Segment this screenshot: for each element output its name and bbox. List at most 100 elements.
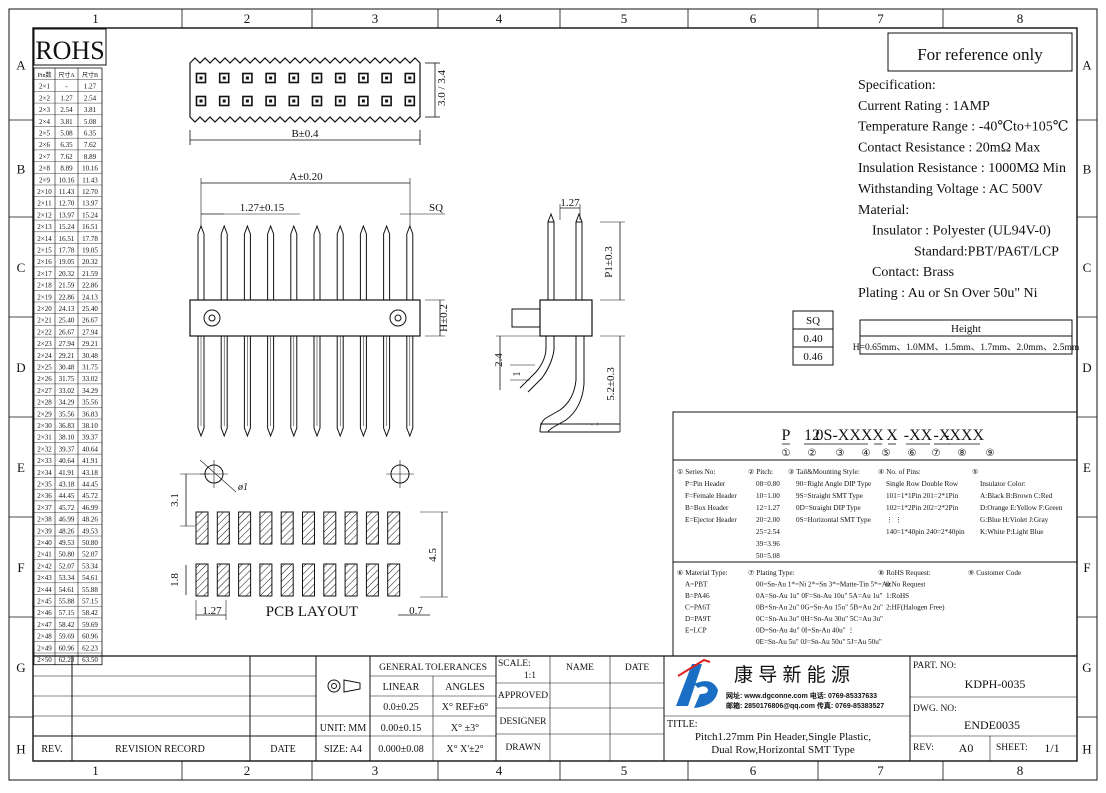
title-block: REV. REVISION RECORD DATE UNIT: MM SIZE:… xyxy=(33,655,1077,761)
insulator-hole-right xyxy=(389,309,407,327)
pin-table-cell: 26.67 xyxy=(82,317,98,325)
pin-table-cell: 45.72 xyxy=(82,492,98,500)
pin-table-cell: 24.13 xyxy=(59,305,75,313)
legend-item: 0S=Horizontal SMT Type xyxy=(796,516,871,524)
top-pin xyxy=(218,95,230,107)
pin-table-cell: 1.27 xyxy=(60,94,73,102)
pin-table-cell: 24.13 xyxy=(82,293,98,301)
pin-table-cell: 2×31 xyxy=(37,434,52,442)
tb-part-no-label: PART. NO: xyxy=(913,661,956,671)
legend-title: ② Pitch: xyxy=(748,468,773,476)
legend-item: 102=1*2Pin 202=2*2Pin xyxy=(886,504,959,512)
top-view-outline xyxy=(189,57,421,123)
pin-table-cell: 11.43 xyxy=(82,176,98,184)
sq-value-2: 0.46 xyxy=(803,351,823,363)
pin-table-cell: 5.08 xyxy=(60,130,73,138)
top-pin xyxy=(265,95,276,107)
top-pin xyxy=(242,72,253,84)
tb-date: DATE xyxy=(270,744,296,755)
pin-table-cell: 36.83 xyxy=(59,422,75,430)
pin-table-cell: 2×7 xyxy=(39,153,50,161)
tb-date-2: DATE xyxy=(625,663,649,673)
pin-table-cell: 13.97 xyxy=(82,200,98,208)
pin-table-cell: 1.27 xyxy=(84,83,97,91)
code-circle: ⑥ xyxy=(908,448,917,459)
pin-table-cell: 59.69 xyxy=(59,633,75,641)
front-pin-upper xyxy=(359,224,367,301)
pin-table-cell: 31.75 xyxy=(82,364,98,372)
pin-table-cell: 16.51 xyxy=(59,235,75,243)
pin-table-cell: 6.35 xyxy=(60,141,73,149)
pcb-pad xyxy=(365,563,379,597)
pcb-pad xyxy=(344,563,358,597)
legend-item: A=PBT xyxy=(685,581,708,589)
code-circle: ① xyxy=(782,448,791,459)
col-label-bottom: 8 xyxy=(1017,763,1024,778)
pin-table-cell: 63.50 xyxy=(82,656,98,664)
spec-line: Temperature Range : -40℃to+105℃ xyxy=(858,120,1068,135)
tb-drawn: DRAWN xyxy=(505,743,540,753)
front-pin-upper xyxy=(197,224,205,301)
dim-1a: 1 xyxy=(512,372,523,377)
front-pin-upper xyxy=(243,224,251,301)
pin-table-cell: 15.24 xyxy=(59,223,75,231)
pin-table-cell: 46.99 xyxy=(59,516,75,524)
legend-item: 9S=Straight SMT Type xyxy=(796,492,863,500)
legend-item: 10=1.00 xyxy=(756,492,780,500)
col-label-top: 5 xyxy=(621,11,628,26)
tb-size: SIZE: A4 xyxy=(324,744,362,755)
pin-table-cell: 34.29 xyxy=(82,387,98,395)
pcb-pad xyxy=(280,511,294,545)
front-view-insulator xyxy=(189,299,421,337)
legend-title: ③ Tail&Mounting Style: xyxy=(788,468,860,476)
pin-table-cell: 22.86 xyxy=(59,293,75,301)
pin-table-cell: 29.21 xyxy=(82,340,98,348)
pin-table-cell: 2×28 xyxy=(37,399,52,407)
pin-table-cell: 26.67 xyxy=(59,328,75,336)
tb-name: NAME xyxy=(566,663,594,673)
legend-item: 08=0.80 xyxy=(756,480,780,488)
row-label-right: G xyxy=(1082,660,1091,675)
code-circle: ⑦ xyxy=(932,448,941,459)
legend-title: ⑦ Plating Type: xyxy=(748,569,795,577)
tb-unit: UNIT: MM xyxy=(320,723,367,734)
pin-table-cell: 2×46 xyxy=(37,609,52,617)
pin-table-cell: 2×3 xyxy=(39,106,50,114)
pin-table-cell: 58.42 xyxy=(82,609,98,617)
code-circle: ⑨ xyxy=(986,448,995,459)
top-pin xyxy=(288,72,300,84)
dim-b: B±0.4 xyxy=(291,128,319,140)
pin-table-cell: 2×8 xyxy=(39,165,50,173)
code-segment: -XX xyxy=(904,427,933,444)
front-view-pins xyxy=(197,224,414,438)
pin-table-cell: 2×25 xyxy=(37,364,52,372)
height-table: Height H=0.65mm、1.0MM、1.5mm、1.7mm、2.0mm、… xyxy=(853,319,1080,355)
tb-dwg-no: ENDE0035 xyxy=(964,718,1020,732)
row-label-right: H xyxy=(1082,742,1091,757)
col-label-top: 1 xyxy=(92,11,99,26)
pin-table-cell: 27.94 xyxy=(82,328,98,336)
pin-table-cell: 2×12 xyxy=(37,211,52,219)
pin-table-cell: 25.40 xyxy=(59,317,75,325)
legend-item: 90=Right Angle DIP Type xyxy=(796,480,871,488)
pin-table-cell: 2×48 xyxy=(37,633,52,641)
pcb-pad xyxy=(238,511,252,545)
col-label-top: 2 xyxy=(244,11,251,26)
dim-pcb-1-8: 1.8 xyxy=(169,573,181,587)
pin-table-cell: 2×45 xyxy=(37,598,52,606)
pin-table-cell: 2×2 xyxy=(39,94,50,102)
tb-linear-2: 0.00±0.15 xyxy=(381,723,422,734)
legend-item: Insulator Color: xyxy=(980,480,1026,488)
pin-table-cell: 2×22 xyxy=(37,328,52,336)
pcb-pad xyxy=(238,563,252,597)
dim-side-pitch: 1.27 xyxy=(560,197,580,209)
pcb-pads xyxy=(195,511,401,597)
tb-scale: SCALE: xyxy=(498,659,531,669)
pin-table-cell: 62.23 xyxy=(59,656,75,664)
code-circle: ② xyxy=(808,448,817,459)
pin-table-header: 尺寸B xyxy=(82,71,98,79)
col-label-bottom: 2 xyxy=(244,763,251,778)
pin-table-cell: 49.53 xyxy=(82,527,98,535)
